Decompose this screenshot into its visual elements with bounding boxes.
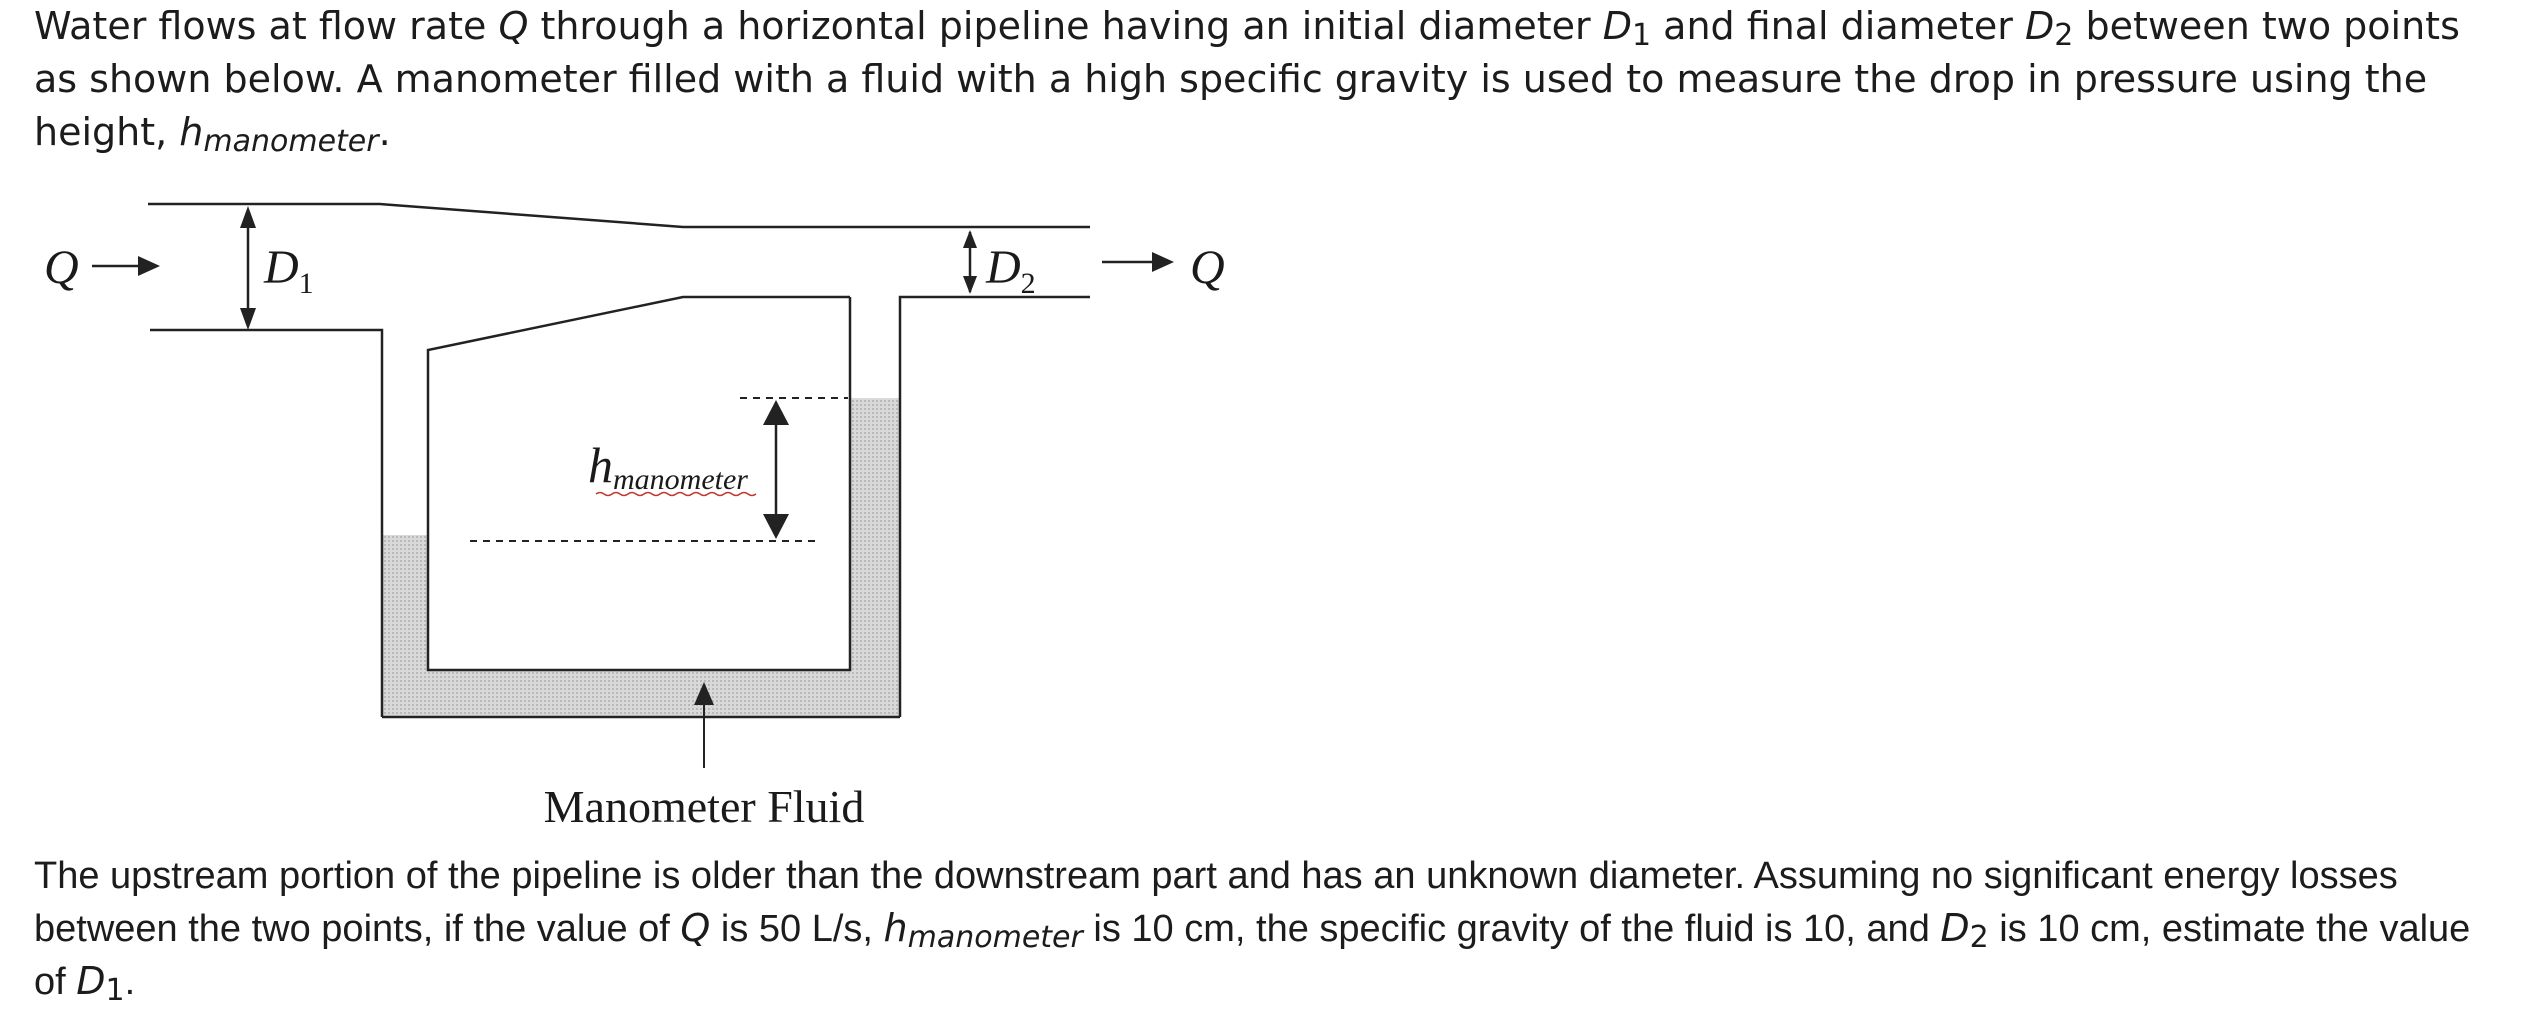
intro-symbol-d2: D bbox=[2025, 4, 2055, 48]
pipe-bottom-wall-right bbox=[898, 295, 1090, 717]
problem-question-text: The upstream portion of the pipeline is … bbox=[34, 850, 2494, 1008]
q-inlet-label: Q bbox=[44, 241, 79, 294]
fluid-pointer-arrowhead bbox=[694, 682, 714, 705]
problem-intro-text: Water flows at flow rate Q through a hor… bbox=[34, 0, 2474, 159]
q-outlet-arrowhead bbox=[1152, 252, 1174, 272]
intro-text-4: between two points as shown below. A man… bbox=[34, 4, 2460, 154]
d1-arrowhead-down bbox=[240, 308, 256, 330]
intro-text-5: . bbox=[378, 110, 391, 154]
intro-symbol-d2-subscript: 2 bbox=[2054, 18, 2074, 53]
intro-symbol-d1: D bbox=[1602, 4, 1632, 48]
d2-label: D2 bbox=[985, 241, 1036, 300]
question-symbol-q: Q bbox=[680, 906, 711, 950]
intro-text-3: and final diameter bbox=[1651, 4, 2026, 48]
manometer-fluid bbox=[382, 398, 900, 717]
h-manometer-label-underline bbox=[595, 491, 757, 497]
h-manometer-label: hmanometer bbox=[588, 437, 748, 496]
pipe-bottom-wall-left bbox=[150, 328, 384, 717]
question-text-5: . bbox=[124, 961, 136, 1003]
intro-symbol-h: h bbox=[179, 110, 204, 154]
d2-arrowhead-down bbox=[963, 276, 977, 294]
d1-arrowhead-up bbox=[240, 206, 256, 228]
manometer-fluid-label: Manometer Fluid bbox=[544, 781, 865, 832]
question-symbol-h: h bbox=[883, 906, 908, 950]
question-symbol-d1-subscript: 1 bbox=[105, 973, 125, 1008]
question-symbol-d2: D bbox=[1940, 906, 1970, 950]
intro-text-1: Water flows at flow rate bbox=[34, 4, 499, 48]
q-outlet-label: Q bbox=[1190, 241, 1225, 294]
d1-label: D1 bbox=[263, 241, 314, 300]
intro-symbol-q: Q bbox=[498, 4, 529, 48]
q-inlet-arrowhead bbox=[138, 256, 160, 276]
question-symbol-h-subscript: manometer bbox=[907, 920, 1083, 955]
question-symbol-d2-subscript: 2 bbox=[1969, 920, 1989, 955]
question-text-2: is 50 L/s, bbox=[710, 908, 884, 950]
question-text-4: is 10 cm, estimate the value of bbox=[34, 908, 2471, 1003]
intro-symbol-d1-subscript: 1 bbox=[1631, 18, 1652, 53]
question-symbol-d1: D bbox=[76, 959, 106, 1003]
h-manometer-arrowhead-down bbox=[763, 514, 789, 539]
pipe-top-wall bbox=[148, 202, 1090, 229]
h-manometer-arrowhead-up bbox=[763, 400, 789, 425]
question-text-1: The upstream portion of the pipeline is … bbox=[34, 855, 2398, 950]
intro-symbol-h-subscript: manometer bbox=[203, 124, 379, 159]
question-text-3: is 10 cm, the specific gravity of the fl… bbox=[1082, 908, 1941, 950]
intro-text-2: through a horizontal pipeline having an … bbox=[528, 4, 1603, 48]
d2-arrowhead-up bbox=[963, 230, 977, 248]
manometer-inner-wall bbox=[426, 295, 852, 672]
